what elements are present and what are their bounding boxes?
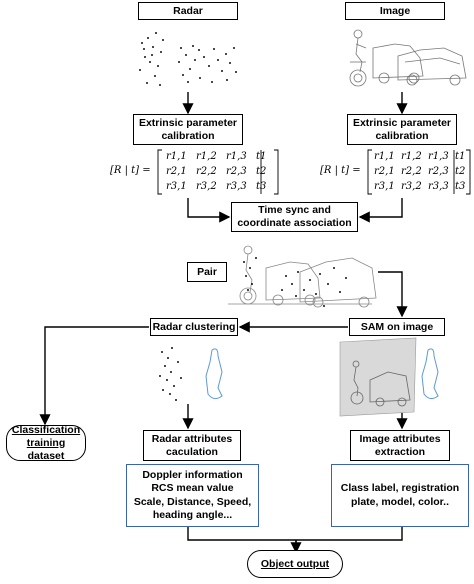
- time-sync-box: Time sync and coordinate association: [231, 202, 358, 232]
- matrix-cell: r3,2: [196, 181, 217, 192]
- matrix-brackets: [367, 149, 471, 195]
- image-feature-line: Class label, registration: [340, 482, 460, 494]
- matrix-cell: r1,3: [428, 151, 449, 162]
- matrix-cell: r1,1: [166, 151, 187, 162]
- matrix-cell: r1,1: [374, 151, 395, 162]
- radar-feature-line: heading angle...: [152, 509, 233, 521]
- radar-clustering-box: Radar clustering: [150, 318, 238, 336]
- radar-box: Radar: [138, 2, 238, 20]
- arrow-left-to-timesync: [187, 198, 231, 223]
- matrix-cell: r1,3: [226, 151, 247, 162]
- extrinsic-calibration-right: Extrinsic parameter calibration: [347, 114, 457, 145]
- matrix-cell: r3,2: [401, 181, 422, 192]
- arrow-right-to-timesync: [358, 198, 403, 223]
- radar-feature-line: Doppler information: [142, 468, 243, 481]
- cluster-silhouette-icon: [205, 348, 223, 400]
- extrinsic-matrix-left: [R | t] = r1,1 r1,2 r1,3 t1 r2,1 r2,2 r2…: [110, 148, 280, 196]
- object-output-pill: Object output: [247, 550, 343, 578]
- sam-silhouette-icon: [421, 348, 439, 400]
- matrix-lhs: [R | t] =: [110, 165, 151, 176]
- matrix-cell: t2: [256, 166, 267, 177]
- arrow-clustering-to-classification: [39, 326, 149, 426]
- matrix-cell: r2,1: [374, 166, 395, 177]
- pair-box: Pair: [187, 262, 227, 282]
- radar-feature-line: RCS mean value: [151, 482, 234, 494]
- matrix-cell: r3,3: [226, 181, 247, 192]
- matrix-cell: r3,1: [166, 181, 187, 192]
- extrinsic-calibration-left: Extrinsic parameter calibration: [133, 114, 243, 145]
- matrix-cell: r2,2: [401, 166, 422, 177]
- matrix-cell: t3: [256, 181, 267, 192]
- matrix-cell: r2,1: [166, 166, 187, 177]
- arrow-to-sam: [378, 271, 408, 318]
- matrix-cell: t3: [455, 181, 466, 192]
- matrix-lhs: [R | t] =: [320, 165, 361, 176]
- matrix-cell: r2,3: [428, 166, 449, 177]
- matrix-cell: r1,2: [196, 151, 217, 162]
- image-attributes-box: Image attributes extraction: [350, 430, 450, 461]
- extrinsic-matrix-right: [R | t] = r1,1 r1,2 r1,3 t1 r2,1 r2,2 r2…: [320, 148, 474, 196]
- classification-dataset-pill: Classification training dataset: [6, 424, 86, 462]
- matrix-brackets: [157, 149, 279, 195]
- radar-feature-line: Scale, Distance, Speed,: [133, 495, 252, 508]
- image-box: Image: [345, 2, 445, 20]
- matrix-cell: r1,2: [401, 151, 422, 162]
- radar-attributes-box: Radar attributes caculation: [143, 430, 241, 461]
- matrix-cell: t1: [455, 151, 466, 162]
- matrix-cell: r3,1: [374, 181, 395, 192]
- radar-features-box: Doppler information RCS mean value Scale…: [126, 464, 259, 527]
- image-feature-line: plate, model, color..: [350, 495, 450, 508]
- image-features-box: Class label, registration plate, model, …: [331, 464, 469, 527]
- matrix-cell: t1: [256, 151, 267, 162]
- matrix-cell: t2: [455, 166, 466, 177]
- matrix-cell: r2,2: [196, 166, 217, 177]
- matrix-cell: r2,3: [226, 166, 247, 177]
- sam-on-image-box: SAM on image: [349, 318, 445, 336]
- matrix-cell: r3,3: [428, 181, 449, 192]
